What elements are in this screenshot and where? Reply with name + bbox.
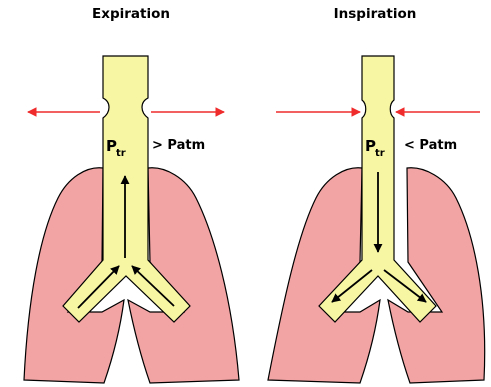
ptr-subscript: tr xyxy=(116,148,126,159)
pressure-relation: > Patm xyxy=(152,138,205,153)
expiration-panel: P tr > Patm xyxy=(24,56,239,383)
inspiration-panel: P tr < Patm xyxy=(268,56,485,383)
ptr-subscript: tr xyxy=(375,148,385,159)
pressure-relation: < Patm xyxy=(404,138,457,153)
